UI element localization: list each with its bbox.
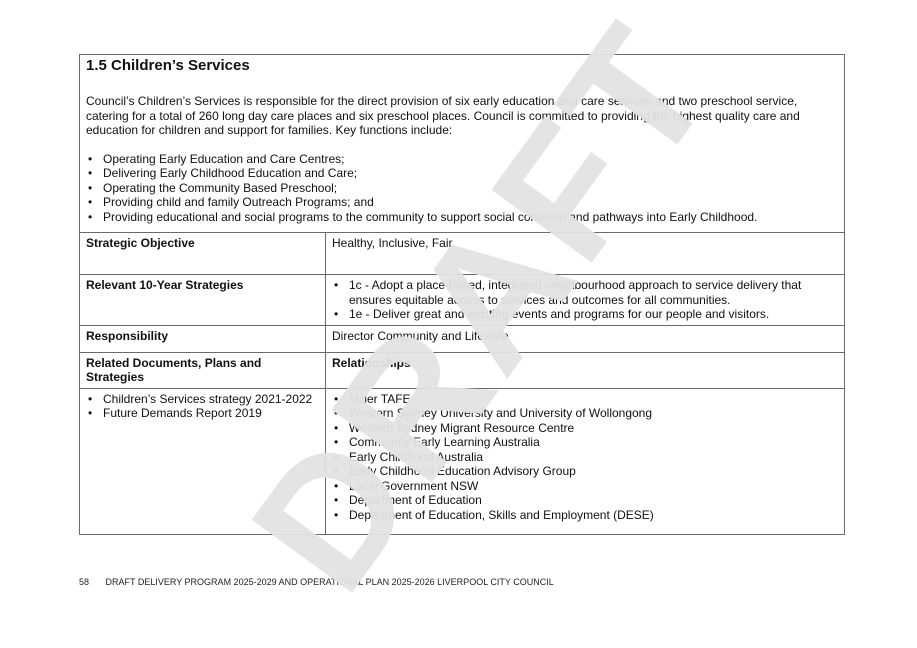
service-table: 1.5 Children’s Services Council’s Childr… xyxy=(79,54,845,535)
strategies-list: 1c - Adopt a place-based, integrated nei… xyxy=(332,278,838,322)
strategies-row: Relevant 10-Year Strategies 1c - Adopt a… xyxy=(79,274,845,326)
strategies-label: Relevant 10-Year Strategies xyxy=(79,274,326,326)
responsibility-value: Director Community and Lifestyle xyxy=(325,324,845,353)
list-item: Providing child and family Outreach Prog… xyxy=(88,195,838,210)
footer-text: DRAFT DELIVERY PROGRAM 2025-2029 AND OPE… xyxy=(105,577,554,587)
list-item: Western Sydney Migrant Resource Centre xyxy=(334,421,838,436)
list-item: Miller TAFE xyxy=(334,392,838,407)
responsibility-row: Responsibility Director Community and Li… xyxy=(79,324,845,353)
intro-row: 1.5 Children’s Services Council’s Childr… xyxy=(79,54,845,233)
strategic-objective-label: Strategic Objective xyxy=(79,232,326,275)
list-item: Future Demands Report 2019 xyxy=(88,406,319,421)
related-docs-list: Children’s Services strategy 2021-2022 F… xyxy=(86,392,319,421)
list-item: 1e - Deliver great and exciting events a… xyxy=(334,307,838,322)
list-item: Department of Education xyxy=(334,493,838,508)
strategies-cell: 1c - Adopt a place-based, integrated nei… xyxy=(325,274,845,326)
relationships-cell: Miller TAFE Western Sydney University an… xyxy=(325,387,845,535)
section-description: Council’s Children’s Services is respons… xyxy=(86,94,800,137)
list-item: Operating the Community Based Preschool; xyxy=(88,181,838,196)
responsibility-label: Responsibility xyxy=(79,324,326,353)
related-docs-cell: Children’s Services strategy 2021-2022 F… xyxy=(79,387,326,535)
list-item: Community Early Learning Australia xyxy=(334,435,838,450)
strategic-objective-value: Healthy, Inclusive, Fair xyxy=(325,232,845,275)
list-item: Delivering Early Childhood Education and… xyxy=(88,166,838,181)
list-item: Department of Education, Skills and Empl… xyxy=(334,508,838,523)
page-footer: 58 DRAFT DELIVERY PROGRAM 2025-2029 AND … xyxy=(79,577,554,587)
related-header-row: Related Documents, Plans and Strategies … xyxy=(79,351,845,389)
list-item: Early Childhood Education Advisory Group xyxy=(334,464,838,479)
list-item: Providing educational and social program… xyxy=(88,210,838,225)
list-item: Western Sydney University and University… xyxy=(334,406,838,421)
functions-list: Operating Early Education and Care Centr… xyxy=(86,152,838,225)
list-item: Operating Early Education and Care Centr… xyxy=(88,152,838,167)
list-item: Children’s Services strategy 2021-2022 xyxy=(88,392,319,407)
document-content: 1.5 Children’s Services Council’s Childr… xyxy=(79,54,845,535)
section-title: 1.5 Children’s Services xyxy=(86,57,250,74)
relationships-label: Relationships xyxy=(325,351,845,389)
related-content-row: Children’s Services strategy 2021-2022 F… xyxy=(79,387,845,535)
relationships-list: Miller TAFE Western Sydney University an… xyxy=(332,392,838,523)
list-item: Local Government NSW xyxy=(334,479,838,494)
page-number: 58 xyxy=(79,577,90,587)
list-item: Early Childhood Australia xyxy=(334,450,838,465)
related-docs-label: Related Documents, Plans and Strategies xyxy=(79,351,326,389)
list-item: 1c - Adopt a place-based, integrated nei… xyxy=(334,278,838,307)
intro-cell: 1.5 Children’s Services Council’s Childr… xyxy=(79,54,845,233)
strategic-objective-row: Strategic Objective Healthy, Inclusive, … xyxy=(79,232,845,275)
